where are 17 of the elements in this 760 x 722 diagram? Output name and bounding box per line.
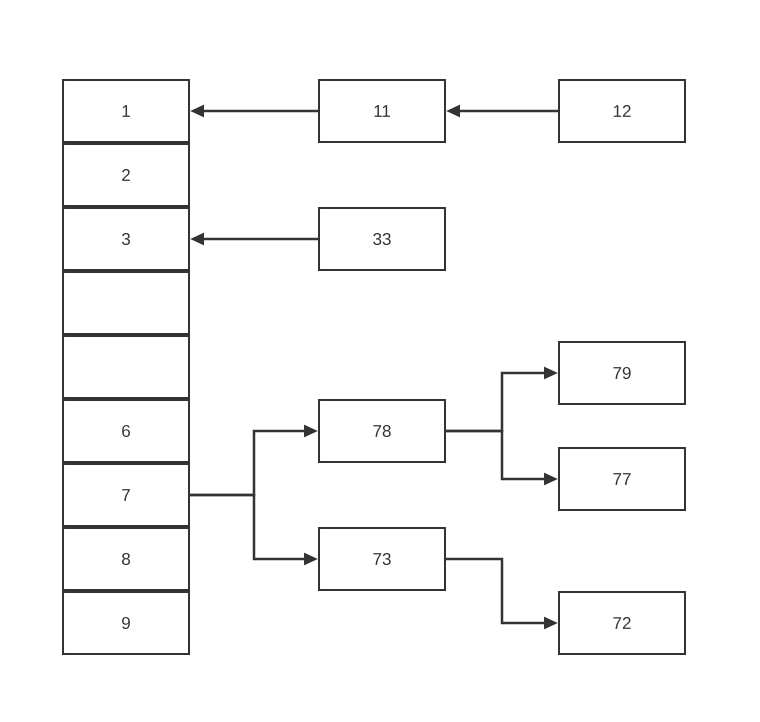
empty-array-cell: [62, 335, 190, 399]
list-node-box: 11: [318, 79, 446, 143]
list-node-box: 12: [558, 79, 686, 143]
list-node-box: 33: [318, 207, 446, 271]
array-cell: 3: [62, 207, 190, 271]
list-node-box: 72: [558, 591, 686, 655]
array-cell: 7: [62, 463, 190, 527]
empty-array-cell: [62, 271, 190, 335]
array-cell: 6: [62, 399, 190, 463]
array-cell: 2: [62, 143, 190, 207]
array-cell: 1: [62, 79, 190, 143]
list-node-box: 73: [318, 527, 446, 591]
list-node-box: 79: [558, 341, 686, 405]
list-node-box: 78: [318, 399, 446, 463]
list-node-box: 77: [558, 447, 686, 511]
array-cell: 9: [62, 591, 190, 655]
array-cell: 8: [62, 527, 190, 591]
